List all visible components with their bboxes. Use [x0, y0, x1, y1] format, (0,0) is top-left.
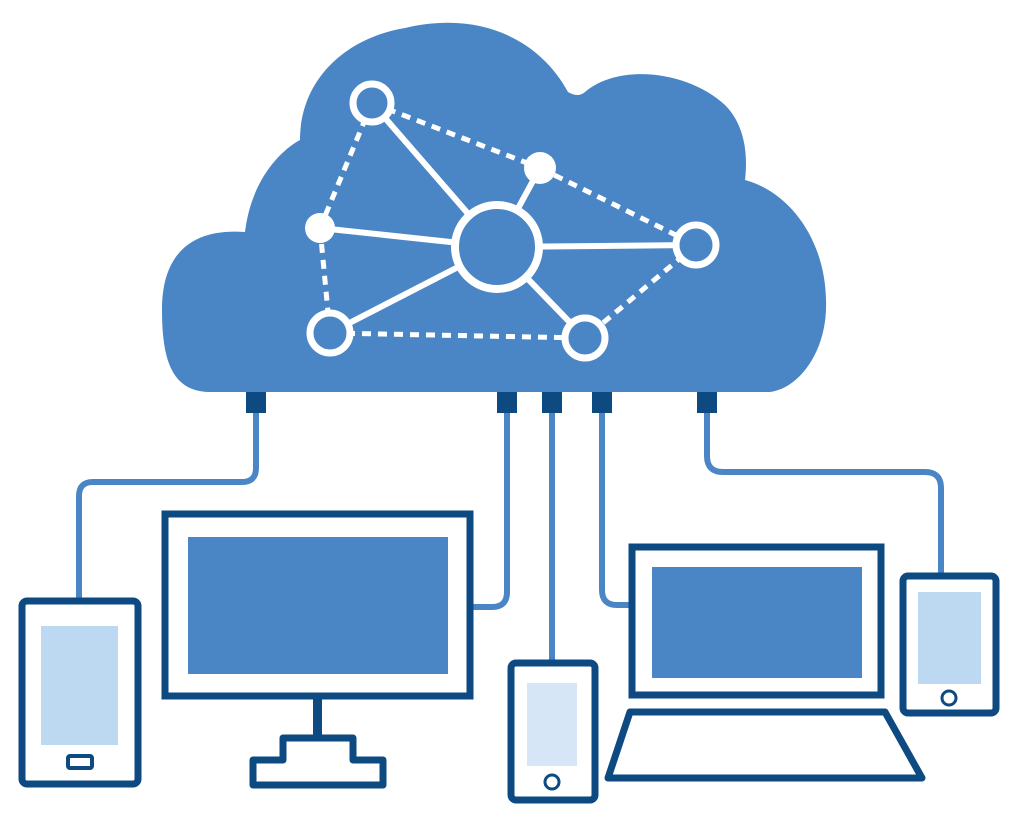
graph-node [306, 309, 354, 357]
connector-plug [246, 392, 266, 413]
monitor-stand [249, 734, 387, 789]
graph-node [349, 80, 395, 126]
graph-nodes [305, 80, 720, 362]
cable-tablet-left [76, 413, 259, 600]
tablet-icon [899, 572, 1000, 717]
network-cables [76, 413, 944, 663]
graph-edge-dashed [538, 165, 698, 248]
connector-plug [497, 392, 517, 413]
graph-node [561, 314, 609, 362]
desktop-monitor-icon [161, 510, 474, 789]
monitor-neck [313, 697, 322, 737]
connector-plug [592, 392, 612, 413]
cloud-connectors [246, 392, 717, 413]
graph-node-hub [451, 201, 543, 293]
laptop-screen [652, 567, 862, 678]
graph-node-small [305, 213, 335, 243]
tablet-home-button [940, 689, 958, 707]
phone-screen [527, 683, 577, 766]
tablet-screen [41, 626, 118, 745]
phone-home-button [543, 773, 561, 791]
smartphone-icon [507, 659, 599, 804]
graph-node-small [524, 152, 556, 184]
graph-edge-dashed [317, 102, 375, 229]
connector-plug [542, 392, 562, 413]
graph-edge-dashed [329, 330, 586, 341]
cable-tablet-right [704, 413, 944, 575]
cable-laptop [599, 413, 632, 608]
monitor-screen [188, 537, 448, 674]
graph-node [672, 221, 720, 269]
graph-edge-dashed [371, 100, 541, 171]
laptop-base [604, 708, 926, 782]
connector-plug [697, 392, 717, 413]
tablet-icon [18, 597, 142, 788]
cable-desktop [470, 413, 510, 610]
laptop-icon [604, 543, 926, 782]
graph-edge-dashed [583, 243, 698, 340]
tablet-home-button [66, 754, 94, 770]
tablet-screen [918, 592, 981, 684]
